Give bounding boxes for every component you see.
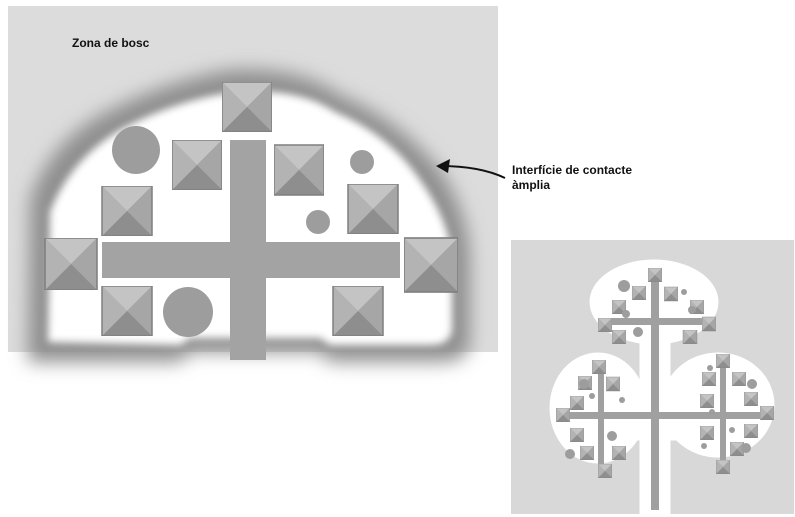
inset-building: [570, 428, 584, 442]
inset-road: [651, 268, 659, 510]
inset-diagram: [511, 240, 794, 514]
building: [102, 286, 152, 336]
inset-building: [598, 464, 612, 478]
inset-building: [760, 406, 774, 420]
inset-building: [732, 372, 746, 386]
inset-building: [664, 287, 678, 301]
building: [333, 286, 383, 336]
round-building: [350, 150, 374, 174]
road-vertical: [230, 140, 266, 360]
inset-building: [648, 268, 662, 282]
inset-building: [556, 408, 570, 422]
forest-zone-label: Zona de bosc: [72, 36, 149, 50]
inset-building: [580, 446, 594, 460]
inset-building: [744, 392, 758, 406]
inset-building: [702, 372, 716, 386]
inset-building: [570, 396, 584, 410]
round-building: [112, 126, 160, 174]
inset-building: [744, 424, 758, 438]
inset-building: [716, 460, 730, 474]
main-diagram: [8, 6, 498, 362]
inset-road: [598, 368, 604, 472]
building: [172, 140, 222, 190]
inset-building: [632, 286, 646, 300]
round-building: [306, 210, 330, 234]
inset-road: [608, 318, 702, 325]
round-building: [163, 287, 213, 337]
inset-building: [683, 330, 697, 344]
inset-building: [700, 394, 714, 408]
contact-interface-label: Interfície de contacte àmplia: [512, 163, 662, 193]
inset-building: [592, 360, 606, 374]
building: [102, 186, 152, 236]
inset-building: [612, 446, 626, 460]
inset-building: [702, 317, 716, 331]
inset-building: [606, 377, 620, 391]
building: [404, 238, 458, 292]
building: [274, 145, 324, 195]
inset-building: [700, 426, 714, 440]
inset-building: [612, 330, 626, 344]
inset-building: [598, 318, 612, 332]
inset-building: [716, 354, 730, 368]
building: [348, 184, 398, 234]
building: [45, 238, 97, 290]
building: [222, 82, 272, 132]
inset-road: [720, 360, 726, 470]
